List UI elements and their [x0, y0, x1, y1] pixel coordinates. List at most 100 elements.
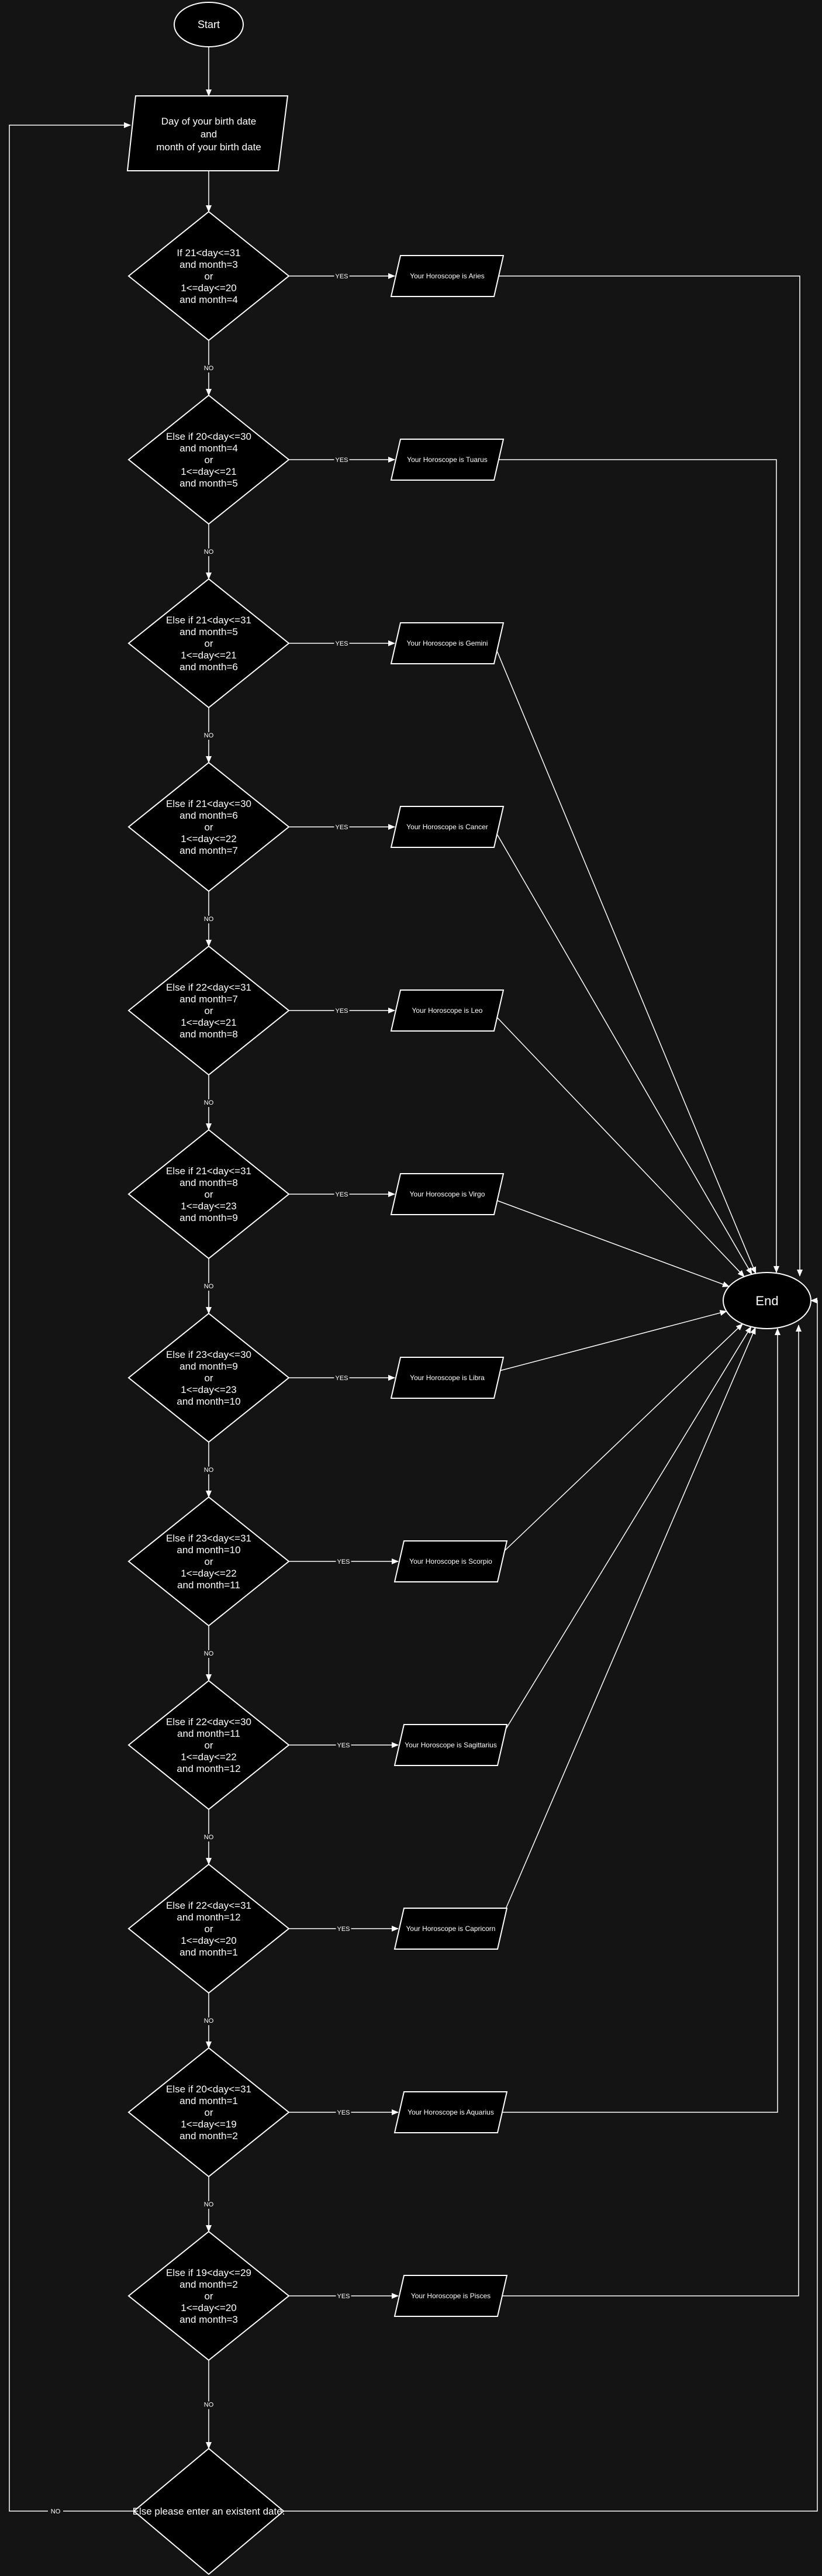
- svg-text:YES: YES: [337, 2109, 350, 2116]
- condition-line: or: [204, 271, 213, 282]
- final-decision: Else please enter an existent date.: [133, 2447, 285, 2575]
- condition-line: and month=9: [179, 1361, 238, 1372]
- svg-text:YES: YES: [335, 1008, 348, 1015]
- condition-line: and month=3: [179, 259, 238, 270]
- condition-line: or: [204, 1923, 213, 1934]
- condition-line: Else if 22<day<=31: [166, 1900, 251, 1911]
- no-label: NO: [201, 1650, 216, 1658]
- svg-text:YES: YES: [335, 457, 348, 464]
- condition-line: 1<=day<=20: [181, 1935, 236, 1946]
- svg-text:NO: NO: [204, 549, 214, 556]
- output-9: Your Horoscope is Sagittarius: [393, 1724, 508, 1766]
- output-label: Your Horoscope is Capricorn: [406, 1925, 496, 1933]
- output-4: Your Horoscope is Cancer: [390, 806, 505, 848]
- no-label: NO: [201, 2201, 216, 2209]
- output-label: Your Horoscope is Tuarus: [407, 456, 488, 464]
- condition-line: or: [204, 822, 213, 833]
- svg-text:NO: NO: [51, 2508, 61, 2515]
- yes-label: YES: [336, 2293, 351, 2301]
- condition-line: and month=3: [179, 2314, 238, 2325]
- condition-line: Else if 23<day<=31: [166, 1533, 251, 1544]
- svg-text:YES: YES: [335, 273, 348, 280]
- condition-line: or: [204, 1740, 213, 1751]
- yes-label: YES: [334, 457, 350, 464]
- condition-line: and month=4: [179, 294, 238, 305]
- connector: [496, 833, 752, 1275]
- start-label: Start: [198, 19, 220, 30]
- output-8: Your Horoscope is Scorpio: [393, 1540, 508, 1582]
- final-decision-label: Else please enter an existent date.: [133, 2506, 285, 2517]
- output-10: Your Horoscope is Capricorn: [393, 1908, 508, 1950]
- svg-text:YES: YES: [335, 1375, 348, 1382]
- svg-text:NO: NO: [204, 1834, 214, 1841]
- output-5: Your Horoscope is Leo: [390, 989, 505, 1032]
- yes-label: YES: [334, 640, 350, 648]
- no-label: NO: [201, 1283, 216, 1291]
- output-label: Your Horoscope is Cancer: [406, 823, 488, 831]
- connector: [9, 122, 134, 2512]
- condition-line: 1<=day<=22: [181, 1568, 236, 1579]
- condition-line: Else if 20<day<=31: [166, 2084, 251, 2095]
- svg-text:NO: NO: [204, 1099, 214, 1106]
- svg-text:YES: YES: [337, 2293, 350, 2300]
- no-label: NO: [201, 916, 216, 923]
- output-12: Your Horoscope is Pisces: [393, 2275, 508, 2317]
- output-7: Your Horoscope is Libra: [390, 1357, 505, 1399]
- condition-line: and month=2: [179, 2130, 238, 2142]
- condition-line: 1<=day<=21: [181, 466, 236, 477]
- svg-text:YES: YES: [335, 824, 348, 831]
- condition-line: and month=10: [177, 1544, 240, 1556]
- end-label: End: [755, 1294, 778, 1308]
- yes-label: YES: [336, 1558, 351, 1566]
- output-6: Your Horoscope is Virgo: [390, 1173, 505, 1215]
- svg-text:NO: NO: [204, 2402, 214, 2409]
- svg-text:NO: NO: [204, 916, 214, 923]
- output-11: Your Horoscope is Aquarius: [393, 2091, 508, 2133]
- connectors: YES NO YES NO YES NO YES NO YES NO YES NO YES NO YES NO…: [9, 47, 818, 2516]
- condition-line: and month=5: [179, 626, 238, 637]
- connector: [496, 1016, 745, 1277]
- output-1: Your Horoscope is Aries: [390, 255, 505, 297]
- svg-text:YES: YES: [337, 1926, 350, 1933]
- start-terminal: Start: [174, 2, 244, 47]
- condition-line: or: [204, 1189, 213, 1200]
- svg-text:NO: NO: [204, 1650, 214, 1657]
- output-label: Your Horoscope is Aries: [410, 272, 485, 280]
- condition-line: 1<=day<=20: [181, 282, 236, 294]
- condition-line: Else if 22<day<=31: [166, 982, 251, 993]
- connector: [284, 1298, 818, 2512]
- condition-line: 1<=day<=22: [181, 833, 236, 844]
- condition-line: and month=1: [179, 2095, 238, 2106]
- condition-line: and month=1: [179, 1947, 238, 1958]
- condition-line: 1<=day<=23: [181, 1201, 236, 1212]
- condition-line: Else if 21<day<=30: [166, 798, 251, 809]
- svg-text:YES: YES: [335, 640, 348, 647]
- svg-text:NO: NO: [204, 2201, 214, 2208]
- no-label: NO: [201, 2401, 216, 2409]
- condition-line: or: [204, 638, 213, 649]
- svg-text:NO: NO: [204, 2018, 214, 2025]
- connector: [496, 1199, 730, 1287]
- condition-line: and month=11: [177, 1580, 240, 1591]
- yes-label: YES: [334, 1375, 350, 1382]
- output-2: Your Horoscope is Tuarus: [390, 439, 505, 481]
- connector: [499, 1323, 743, 1556]
- connector: [499, 275, 803, 1277]
- no-label: NO: [201, 1834, 216, 1842]
- no-label: NO: [201, 1467, 216, 1474]
- condition-line: 1<=day<=22: [181, 1751, 236, 1763]
- condition-line: and month=5: [179, 478, 238, 489]
- output-label: Your Horoscope is Aquarius: [407, 2108, 494, 2116]
